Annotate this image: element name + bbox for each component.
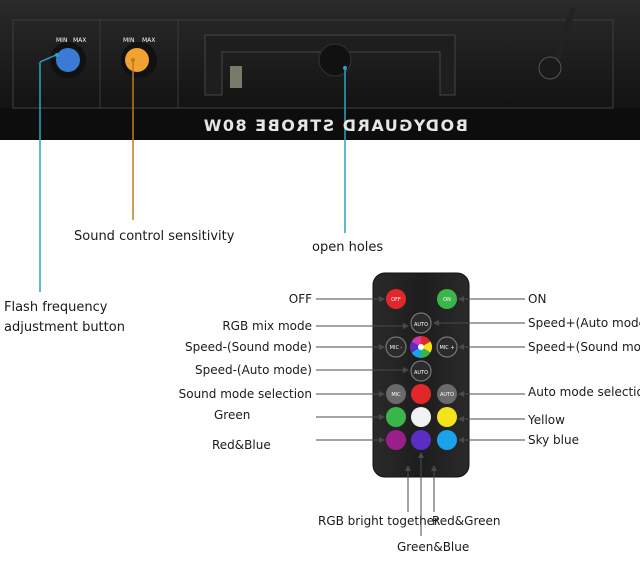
on-button-text: ON (443, 297, 451, 303)
auto-button-text: AUTO (440, 392, 454, 398)
knob-right-min: MIN (123, 37, 134, 44)
mic-button-text: MIC (391, 392, 401, 398)
callout-lines (39, 53, 347, 292)
flash-frequency-knob (56, 48, 80, 72)
knob-left-min: MIN (56, 37, 67, 44)
handle-screw (230, 66, 242, 88)
knob-left-max: MAX (73, 37, 86, 44)
sky-blue-button[interactable] (437, 430, 457, 450)
flash-frequency-label-line1: Flash frequency (4, 300, 108, 315)
green-blue-button[interactable] (411, 430, 431, 450)
speed-plus-sound-label: Speed+(Sound mode) (528, 340, 640, 354)
off-button-text: OFF (391, 297, 401, 303)
red-blue-button[interactable] (386, 430, 406, 450)
device-edge (0, 108, 640, 140)
remote-buttons: OFF ON AUTO MIC - MIC + AUTO MIC AUTO (385, 289, 458, 450)
auto-minus-button[interactable] (410, 360, 432, 382)
auto-minus-text: AUTO (414, 370, 428, 376)
callout-dot (131, 58, 135, 62)
callout-line (39, 54, 57, 63)
power-plug (538, 56, 562, 80)
red-green-label: Red&Green (432, 514, 501, 528)
device-model-label: BODYGUARD STROBE 80W (202, 116, 468, 135)
on-button[interactable] (437, 289, 457, 309)
sound-sensitivity-knob (125, 48, 149, 72)
sound-mode-button[interactable] (386, 384, 406, 404)
callout-dot (55, 53, 59, 57)
auto-plus-button[interactable] (410, 312, 432, 334)
speed-minus-sound-label: Speed-(Sound mode) (185, 340, 312, 354)
green-label: Green (214, 408, 251, 422)
callout-dot (343, 66, 347, 70)
strobe-device: MIN MAX MIN MAX (0, 0, 640, 140)
green-button[interactable] (386, 407, 406, 427)
sound-mode-selection-label: Sound mode selection (178, 387, 312, 401)
open-holes-label: open holes (312, 240, 384, 255)
off-button[interactable] (386, 289, 406, 309)
mic-minus-button[interactable] (385, 336, 407, 358)
mic-plus-button[interactable] (436, 336, 458, 358)
label-arrows (316, 296, 525, 536)
off-label: OFF (288, 292, 312, 306)
speed-plus-auto-label: Speed+(Auto mode) (528, 316, 640, 330)
device-panel-outline (12, 19, 614, 109)
flash-frequency-label-line2: adjustment button (4, 320, 125, 335)
green-blue-label: Green&Blue (397, 540, 470, 554)
rgb-mix-button[interactable] (410, 336, 432, 358)
yellow-button[interactable] (437, 407, 457, 427)
mic-plus-text: MIC + (439, 345, 454, 351)
rgb-mix-label: RGB mix mode (222, 319, 312, 333)
red-blue-label: Red&Blue (212, 438, 271, 452)
auto-plus-text: AUTO (414, 322, 428, 328)
rgb-bright-button[interactable] (411, 407, 431, 427)
red-button[interactable] (411, 384, 431, 404)
speed-minus-auto-label: Speed-(Auto mode) (194, 363, 312, 377)
yellow-label: Yellow (528, 413, 565, 427)
rgb-bright-together-label: RGB bright together (318, 514, 439, 528)
knob-right-max: MAX (142, 37, 155, 44)
device-handle (204, 34, 456, 96)
mic-minus-text: MIC - (390, 345, 403, 351)
on-label: ON (528, 292, 547, 306)
sky-blue-label: Sky blue (528, 433, 579, 447)
auto-mode-button[interactable] (437, 384, 457, 404)
sound-sensitivity-label: Sound control sensitivity (74, 229, 235, 244)
auto-mode-selection-label: Auto mode selection (528, 385, 640, 399)
open-hole (318, 43, 352, 77)
